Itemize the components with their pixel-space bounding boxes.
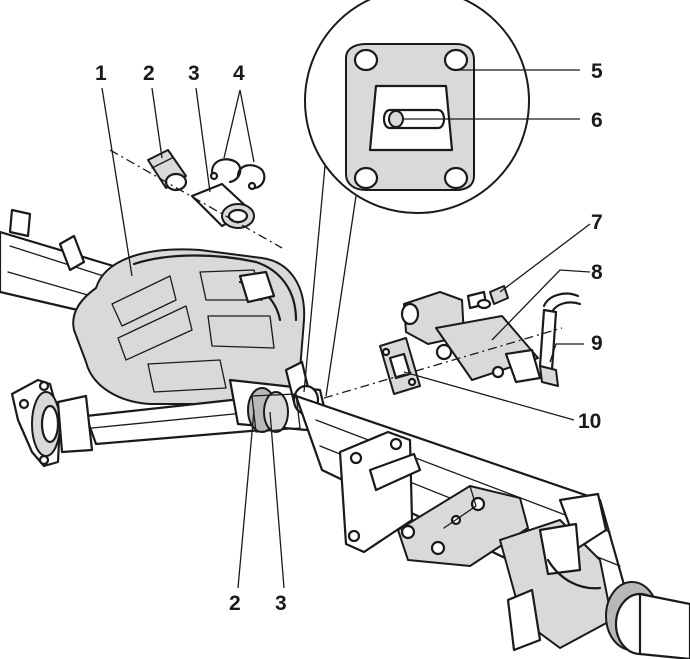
- callout-3-top: 3: [188, 62, 200, 85]
- lock-rings-part-4: [209, 158, 266, 191]
- crossmember-mount: [397, 485, 529, 567]
- callout-9: 9: [591, 332, 603, 355]
- leader-2-bottom: [237, 409, 255, 589]
- callout-7: 7: [591, 211, 603, 234]
- leader-4a: [223, 89, 241, 159]
- assembly-axis-valve: [323, 327, 563, 399]
- differential-housing: [72, 248, 332, 446]
- left-output-flange: [10, 378, 94, 468]
- callout-6: 6: [591, 109, 603, 132]
- callout-1: 1: [95, 62, 107, 85]
- gasket-part-10: [379, 337, 421, 395]
- hose-part-9: [538, 292, 582, 387]
- leader-4b: [239, 89, 255, 163]
- callout-5: 5: [591, 60, 603, 83]
- assembly-axis-top: [109, 149, 283, 249]
- bolt-part-7: [476, 285, 509, 310]
- leader-10: [403, 371, 575, 421]
- callout-labels: 1 2 3 4 5 6 7 8 9 10 2 3: [95, 60, 603, 615]
- sleeve-installed-2-3: [247, 387, 301, 433]
- leader-1: [101, 87, 133, 277]
- leader-9: [549, 343, 584, 363]
- callout-10: 10: [578, 410, 601, 433]
- leader-8: [491, 269, 591, 341]
- callout-3-bottom: 3: [275, 592, 287, 615]
- leader-7: [499, 223, 591, 293]
- mounting-flange-plate: [338, 430, 422, 554]
- callout-8: 8: [591, 261, 603, 284]
- leader-3-bottom: [269, 411, 285, 589]
- callout-2-bottom: 2: [229, 592, 241, 615]
- sleeve-part-3: [190, 182, 255, 229]
- bushing-part-2: [147, 149, 188, 192]
- callout-2-top: 2: [143, 62, 155, 85]
- callout-4: 4: [233, 62, 245, 85]
- leader-2-top: [151, 87, 163, 159]
- detail-circle: [303, 0, 530, 397]
- leader-lines: [101, 69, 591, 589]
- rear-output-section: [499, 492, 690, 659]
- leader-3-top: [195, 87, 211, 193]
